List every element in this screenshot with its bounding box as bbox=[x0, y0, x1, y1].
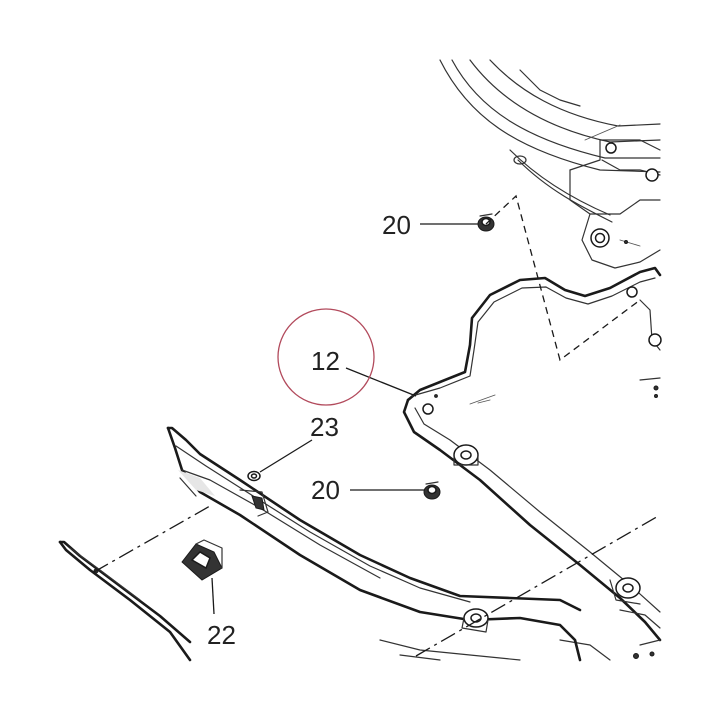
callout-20-lower: 20 bbox=[311, 475, 340, 505]
highlight-circle bbox=[277, 308, 375, 406]
frame-bracket bbox=[439, 59, 661, 269]
callout-22: 22 bbox=[207, 620, 236, 650]
bolt-20-upper bbox=[477, 213, 495, 232]
callout-23: 23 bbox=[310, 412, 339, 442]
leader-23 bbox=[259, 439, 313, 473]
leader-12 bbox=[345, 367, 417, 397]
callout-20-upper: 20 bbox=[382, 210, 411, 240]
assembly-line-strip bbox=[93, 505, 211, 573]
leader-22 bbox=[211, 577, 215, 615]
clip-22 bbox=[181, 539, 223, 581]
assembly-line-rail bbox=[415, 514, 661, 657]
assembly-dash-line bbox=[485, 194, 641, 362]
callout-12: 12 bbox=[311, 346, 340, 376]
side-rail bbox=[166, 426, 582, 662]
washer-23 bbox=[247, 470, 261, 482]
cover-panel-12 bbox=[402, 266, 662, 661]
trim-strip bbox=[58, 540, 192, 662]
bolt-20-lower bbox=[423, 481, 441, 500]
